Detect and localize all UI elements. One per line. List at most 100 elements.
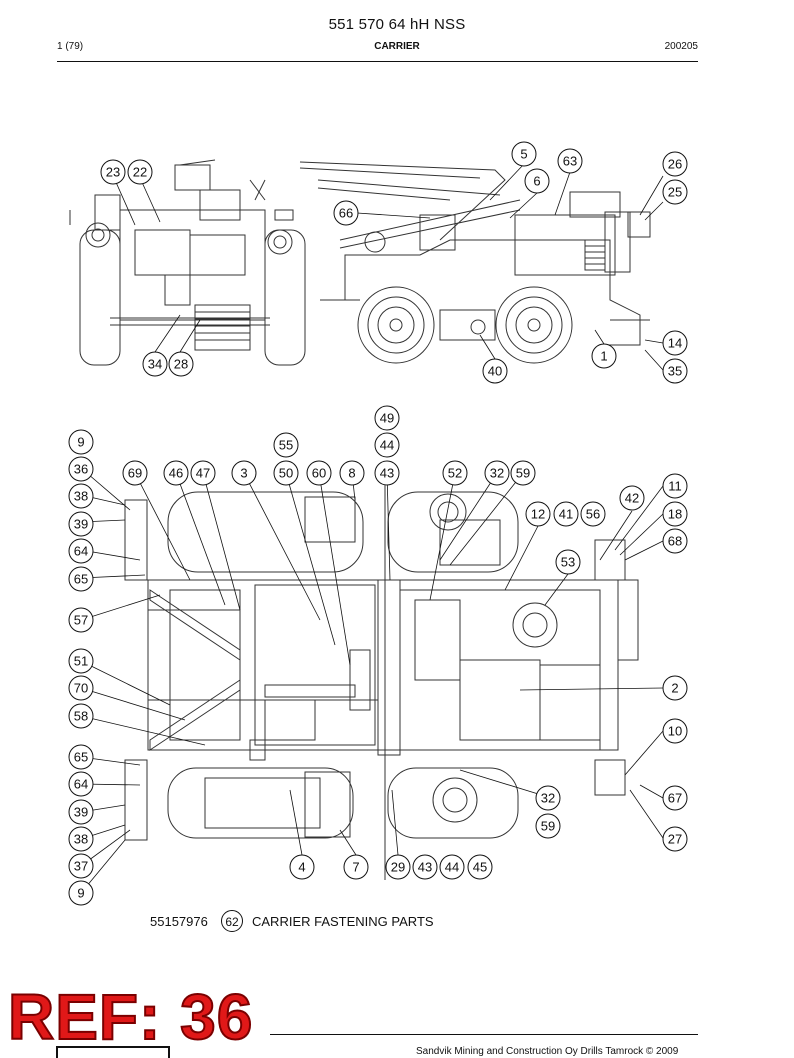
callout-circle [535, 813, 561, 839]
callout-label: 32 [541, 791, 555, 806]
callout-label: 35 [668, 364, 682, 379]
callout-circle [591, 343, 617, 369]
callout-circle [524, 168, 550, 194]
callout-circle [662, 179, 688, 205]
callout-label: 66 [339, 206, 353, 221]
callout-label: 64 [74, 777, 88, 792]
callout-label: 47 [196, 466, 210, 481]
callout-label: 46 [169, 466, 183, 481]
callout-label: 9 [77, 886, 84, 901]
callout-circle [525, 501, 551, 527]
callout-label: 1 [600, 349, 607, 364]
callout-circle [484, 460, 510, 486]
leader-lines [80, 163, 664, 894]
callout-circle [439, 854, 465, 880]
callout-label: 10 [668, 724, 682, 739]
callout-label: 6 [533, 174, 540, 189]
logo-fragment [56, 1046, 170, 1058]
callout-label: 22 [133, 165, 147, 180]
callout-label: 44 [380, 438, 394, 453]
callout-circle [163, 460, 189, 486]
callout-circle [68, 511, 94, 537]
callout-label: 69 [128, 466, 142, 481]
callout-circle [662, 826, 688, 852]
callout-circle [662, 501, 688, 527]
callout-label: 59 [516, 466, 530, 481]
callout-label: 38 [74, 832, 88, 847]
callout-label: 41 [559, 507, 573, 522]
callout-label: 29 [391, 860, 405, 875]
callout-circle [68, 429, 94, 455]
callout-label: 8 [348, 466, 355, 481]
callout-circle [374, 405, 400, 431]
callout-circle [68, 853, 94, 879]
front-view [69, 159, 306, 366]
callout-circle [662, 151, 688, 177]
callout-label: 64 [74, 544, 88, 559]
callout-circle [306, 460, 332, 486]
callout-label: 43 [380, 466, 394, 481]
callout-circle [68, 675, 94, 701]
callout-circle [619, 485, 645, 511]
callout-label: 43 [418, 860, 432, 875]
side-view [299, 161, 651, 364]
callout-circle [662, 675, 688, 701]
callout-circle [68, 538, 94, 564]
callout-circle [662, 528, 688, 554]
callout-circle [68, 703, 94, 729]
callout-label: 65 [74, 572, 88, 587]
callout-circle [557, 148, 583, 174]
callout-circle [662, 358, 688, 384]
callout-label: 51 [74, 654, 88, 669]
callout-label: 38 [74, 489, 88, 504]
callout-circle [553, 501, 579, 527]
callout-circle [68, 648, 94, 674]
callout-circle [442, 460, 468, 486]
callout-circle [68, 771, 94, 797]
callout-label: 50 [279, 466, 293, 481]
callout-circle [385, 854, 411, 880]
callout-label: 39 [74, 517, 88, 532]
callout-label: 12 [531, 507, 545, 522]
callout-circle [374, 432, 400, 458]
callout-label: 49 [380, 411, 394, 426]
callout-label: 53 [561, 555, 575, 570]
callout-circle [68, 456, 94, 482]
callout-label: 9 [77, 435, 84, 450]
callout-label: 60 [312, 466, 326, 481]
callout-circle [510, 460, 536, 486]
callout-circle [100, 159, 126, 185]
callout-label: 3 [240, 466, 247, 481]
caption-ref-circle: 62 [221, 910, 243, 932]
ref-stamp: REF: 36 [7, 981, 254, 1053]
callout-label: 70 [74, 681, 88, 696]
top-view [124, 470, 639, 880]
callout-label: 68 [668, 534, 682, 549]
callout-circle [68, 566, 94, 592]
callout-circle [168, 351, 194, 377]
callout-circle [662, 330, 688, 356]
callout-circle [580, 501, 606, 527]
document-date: 200205 [664, 41, 698, 52]
callout-label: 14 [668, 336, 682, 351]
callout-circle [68, 607, 94, 633]
callout-label: 18 [668, 507, 682, 522]
callout-label: 7 [352, 860, 359, 875]
caption-text: CARRIER FASTENING PARTS [252, 914, 434, 929]
callout-circle [412, 854, 438, 880]
callout-label: 52 [448, 466, 462, 481]
callout-circle [511, 141, 537, 167]
callout-circle [339, 460, 365, 486]
callout-label: 45 [473, 860, 487, 875]
callout-label: 56 [586, 507, 600, 522]
callout-label: 26 [668, 157, 682, 172]
callout-circle [68, 826, 94, 852]
callout-circle [343, 854, 369, 880]
callout-label: 58 [74, 709, 88, 724]
callout-circle [231, 460, 257, 486]
callout-label: 36 [74, 462, 88, 477]
callout-label: 25 [668, 185, 682, 200]
callout-circle [535, 785, 561, 811]
callout-label: 4 [298, 860, 305, 875]
